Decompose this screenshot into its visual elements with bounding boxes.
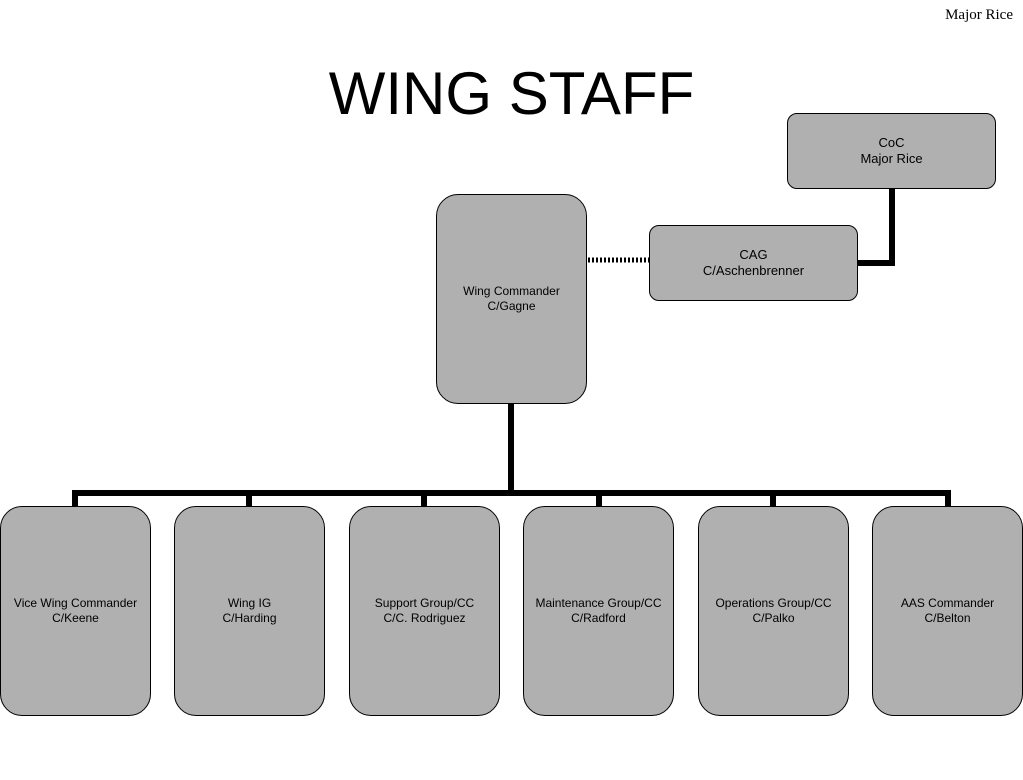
node-operations-group-name: C/Palko — [752, 611, 795, 625]
node-maintenance-group-role: Maintenance Group/CC — [535, 596, 662, 610]
author-label: Major Rice — [945, 7, 1013, 23]
node-operations-group-role: Operations Group/CC — [715, 596, 832, 610]
node-vice-wing-commander-name: C/Keene — [52, 611, 99, 625]
node-coc-name: Major Rice — [860, 151, 923, 166]
node-maintenance-group-name: C/Radford — [571, 611, 626, 625]
node-wing-ig[interactable]: Wing IG C/Harding — [174, 506, 325, 716]
page-title: WING STAFF — [328, 60, 695, 127]
node-aas-commander-name: C/Belton — [924, 611, 971, 625]
node-coc-role: CoC — [878, 135, 905, 150]
node-aas-commander-role: AAS Commander — [900, 596, 995, 610]
node-aas-commander[interactable]: AAS Commander C/Belton — [872, 506, 1023, 716]
node-vice-wing-commander-role: Vice Wing Commander — [13, 596, 138, 610]
node-wing-commander-name: C/Gagne — [487, 299, 536, 313]
node-support-group-name: C/C. Rodriguez — [383, 611, 466, 625]
node-support-group-role: Support Group/CC — [374, 596, 475, 610]
node-coc[interactable]: CoC Major Rice — [787, 113, 996, 189]
node-cag-role: CAG — [739, 247, 768, 262]
node-wing-ig-role: Wing IG — [227, 596, 272, 610]
node-support-group[interactable]: Support Group/CC C/C. Rodriguez — [349, 506, 500, 716]
node-operations-group[interactable]: Operations Group/CC C/Palko — [698, 506, 849, 716]
node-wing-ig-name: C/Harding — [222, 611, 277, 625]
coc-cag-connector — [857, 188, 895, 266]
node-cag-name: C/Aschenbrenner — [702, 263, 805, 278]
node-wing-commander-role: Wing Commander — [463, 284, 560, 298]
node-maintenance-group[interactable]: Maintenance Group/CC C/Radford — [523, 506, 674, 716]
node-wing-commander[interactable]: Wing Commander C/Gagne — [436, 194, 587, 404]
node-vice-wing-commander[interactable]: Vice Wing Commander C/Keene — [0, 506, 151, 716]
node-cag[interactable]: CAG C/Aschenbrenner — [649, 225, 858, 301]
